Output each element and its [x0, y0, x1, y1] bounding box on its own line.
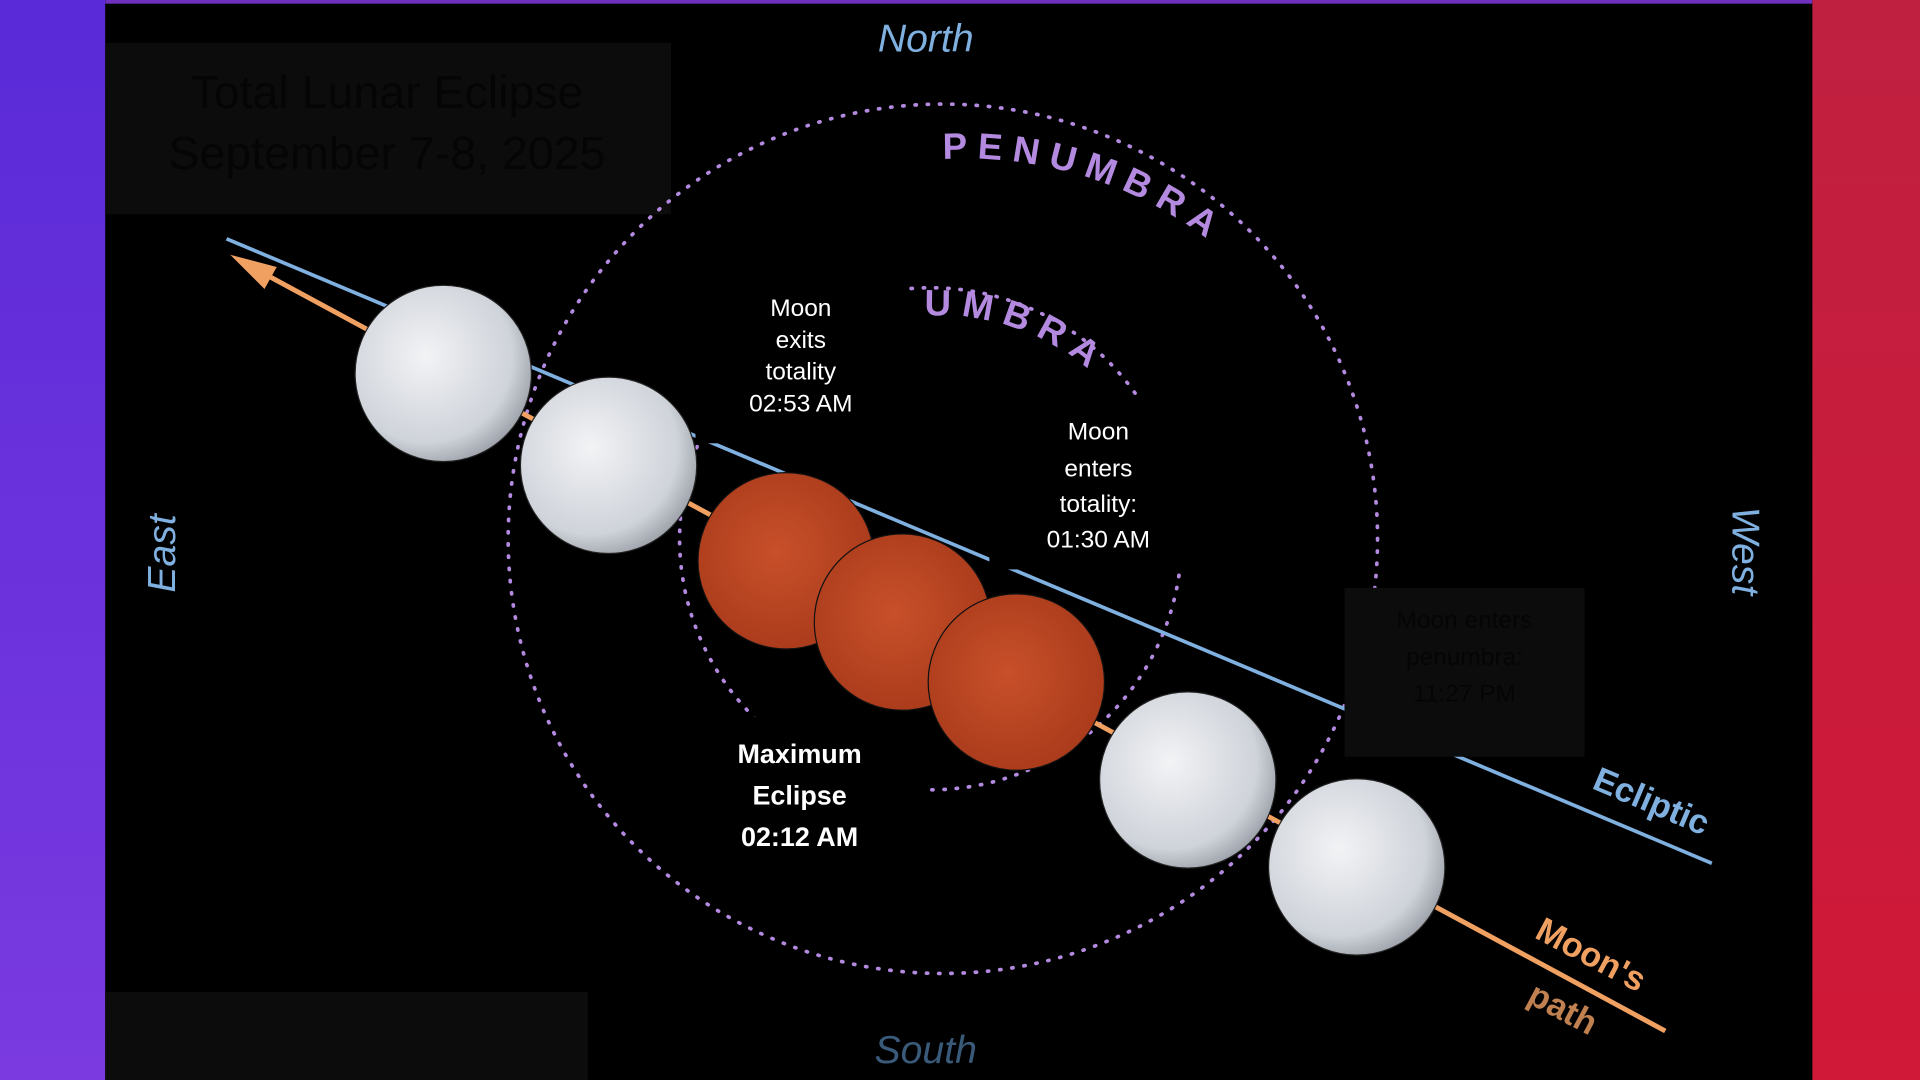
eclipsed-moon-3	[927, 593, 1106, 771]
title-box: Total Lunar Eclipse September 7-8, 2025	[105, 42, 672, 215]
svg-text:Moon: Moon	[1068, 419, 1129, 446]
north-label: North	[878, 17, 974, 60]
svg-text:Maximum: Maximum	[737, 739, 861, 769]
svg-text:01:30 AM: 01:30 AM	[1047, 526, 1150, 553]
svg-text:11:27 PM: 11:27 PM	[1413, 681, 1516, 708]
event-maximum-eclipse: Maximum Eclipse 02:12 AM	[673, 716, 925, 876]
svg-text:totality: totality	[765, 359, 836, 386]
east-label: East	[141, 512, 184, 592]
svg-text:Moon: Moon	[770, 295, 831, 322]
event-exits-totality: Moon exits totality 02:53 AM	[695, 271, 907, 444]
right-background-strip	[1812, 0, 1920, 1080]
moons	[354, 284, 1446, 956]
full-moon-1	[354, 284, 533, 463]
svg-text:02:53 AM: 02:53 AM	[749, 390, 852, 417]
penumbra-circle	[506, 102, 1380, 976]
svg-text:exits: exits	[776, 327, 826, 354]
full-moon-2	[1267, 778, 1446, 956]
event-enters-penumbra: Moon enters penumbra: 11:27 PM	[1344, 587, 1585, 757]
title-line1: Total Lunar Eclipse	[190, 66, 583, 118]
svg-text:02:12 AM: 02:12 AM	[741, 822, 858, 852]
moon-path-arrow-icon	[230, 254, 277, 289]
title-line2: September 7-8, 2025	[168, 127, 605, 179]
partial-moon-1	[519, 376, 698, 555]
svg-text:totality:: totality:	[1060, 491, 1138, 518]
svg-text:Moon enters: Moon enters	[1396, 607, 1532, 634]
partial-moon-2	[1098, 691, 1277, 869]
event-enters-totality: Moon enters totality: 01:30 AM	[989, 397, 1208, 570]
left-background-strip	[0, 0, 106, 1080]
empty-box	[105, 991, 588, 1080]
svg-text:penumbra:: penumbra:	[1406, 644, 1523, 671]
svg-text:enters: enters	[1064, 455, 1132, 482]
west-label: West	[1724, 507, 1767, 598]
svg-text:Eclipse: Eclipse	[752, 780, 846, 810]
south-label: South	[875, 1029, 977, 1072]
